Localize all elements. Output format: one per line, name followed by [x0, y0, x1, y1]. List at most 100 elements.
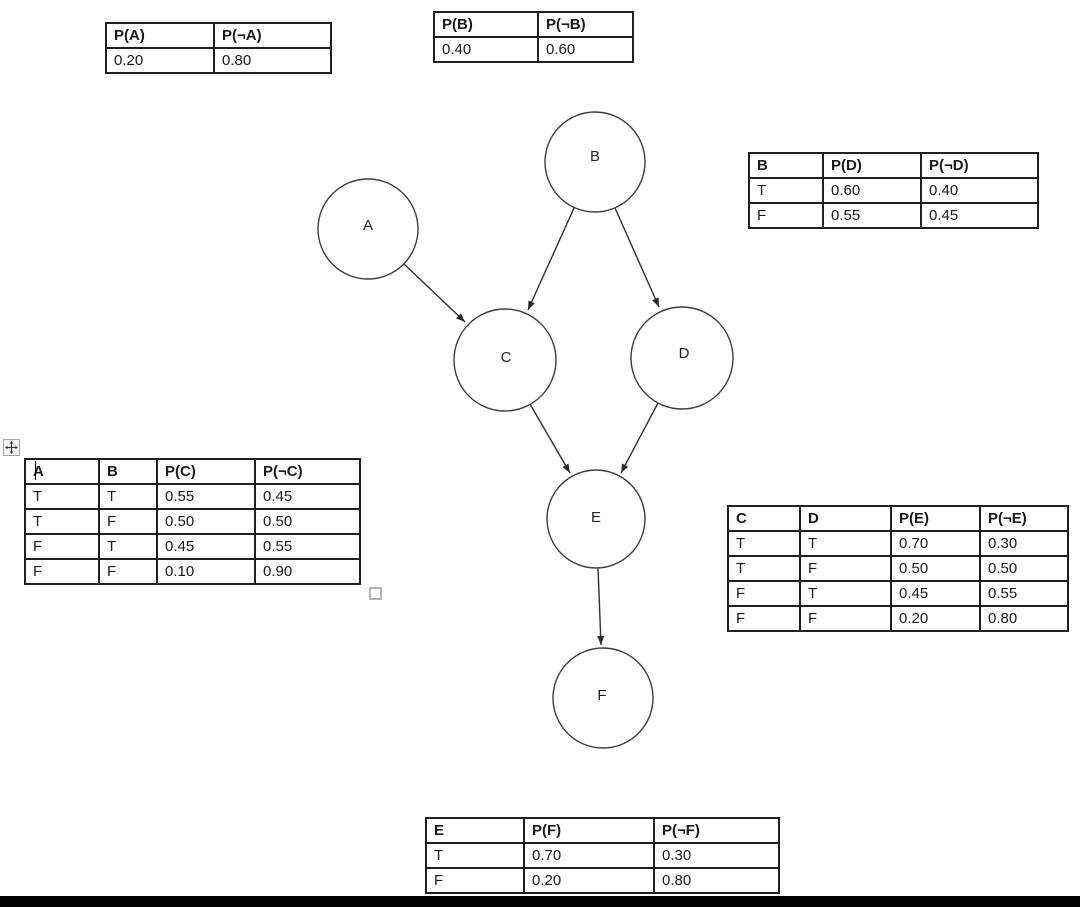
- cpt-c-header-pnc[interactable]: P(¬C): [254, 458, 361, 485]
- node-d[interactable]: [630, 306, 734, 410]
- edge-b-c[interactable]: [527, 207, 575, 311]
- cpt-d-cell[interactable]: 0.55: [822, 202, 922, 229]
- cpt-e-cell[interactable]: T: [727, 555, 801, 582]
- cpt-e-cell[interactable]: 0.50: [890, 555, 981, 582]
- table-row: F F 0.10 0.90: [24, 558, 361, 585]
- cpt-e-cell[interactable]: F: [727, 605, 801, 632]
- edge-c-e[interactable]: [529, 403, 571, 474]
- table-row: F T 0.45 0.55: [727, 580, 1069, 607]
- cpt-c-cell[interactable]: T: [24, 508, 100, 535]
- cpt-c-cell[interactable]: T: [98, 533, 158, 560]
- text-cursor: [35, 461, 36, 480]
- cpt-f-cell[interactable]: 0.80: [653, 867, 780, 894]
- cpt-c-cell[interactable]: 0.90: [254, 558, 361, 585]
- cpt-b-header-pb[interactable]: P(B): [433, 11, 539, 38]
- table-row: T T 0.55 0.45: [24, 483, 361, 510]
- cpt-d-cell[interactable]: T: [748, 177, 824, 204]
- cpt-e-cell[interactable]: 0.30: [979, 530, 1069, 557]
- cpt-table-f: E P(F) P(¬F) T 0.70 0.30 F 0.20 0.80: [425, 817, 780, 894]
- table-resize-handle[interactable]: [369, 587, 382, 600]
- cpt-e-cell[interactable]: F: [799, 605, 892, 632]
- cpt-c-header-a[interactable]: A: [24, 458, 100, 485]
- node-a[interactable]: [317, 178, 419, 280]
- node-c[interactable]: [453, 308, 557, 412]
- cpt-f-header-pf[interactable]: P(F): [523, 817, 655, 844]
- cpt-b-cell[interactable]: 0.40: [433, 36, 539, 63]
- node-f-label: F: [597, 687, 606, 704]
- cpt-f-cell[interactable]: T: [425, 842, 525, 869]
- node-f[interactable]: [552, 647, 654, 749]
- table-row: T F 0.50 0.50: [727, 555, 1069, 582]
- table-row: F 0.20 0.80: [425, 867, 780, 894]
- table-row: F F 0.20 0.80: [727, 605, 1069, 632]
- cpt-a-header-pna[interactable]: P(¬A): [213, 22, 332, 49]
- cpt-c-header-pc[interactable]: P(C): [156, 458, 256, 485]
- table-row: T T 0.70 0.30: [727, 530, 1069, 557]
- cpt-c-cell[interactable]: T: [98, 483, 158, 510]
- cpt-a-cell[interactable]: 0.20: [105, 47, 215, 74]
- cpt-c-cell[interactable]: 0.50: [254, 508, 361, 535]
- cpt-d-cell[interactable]: 0.45: [920, 202, 1039, 229]
- table-row: F T 0.45 0.55: [24, 533, 361, 560]
- cpt-e-cell[interactable]: 0.45: [890, 580, 981, 607]
- cpt-e-cell[interactable]: T: [799, 530, 892, 557]
- cpt-f-header-e[interactable]: E: [425, 817, 525, 844]
- table-move-handle[interactable]: [3, 439, 20, 456]
- cpt-table-e: C D P(E) P(¬E) T T 0.70 0.30 T F 0.50 0.…: [727, 505, 1069, 632]
- cpt-d-header-b[interactable]: B: [748, 152, 824, 179]
- cpt-e-cell[interactable]: 0.20: [890, 605, 981, 632]
- cpt-e-header-pe[interactable]: P(E): [890, 505, 981, 532]
- cpt-e-cell[interactable]: T: [727, 530, 801, 557]
- cpt-e-header-pne[interactable]: P(¬E): [979, 505, 1069, 532]
- cpt-c-cell[interactable]: 0.50: [156, 508, 256, 535]
- edge-d-e[interactable]: [620, 402, 659, 474]
- node-b-label: B: [590, 148, 600, 165]
- cpt-e-cell[interactable]: F: [799, 555, 892, 582]
- cpt-e-header-c[interactable]: C: [727, 505, 801, 532]
- table-row: T F 0.50 0.50: [24, 508, 361, 535]
- cpt-e-cell[interactable]: 0.80: [979, 605, 1069, 632]
- cpt-e-cell[interactable]: T: [799, 580, 892, 607]
- cpt-f-header-pnf[interactable]: P(¬F): [653, 817, 780, 844]
- cpt-a-cell[interactable]: 0.80: [213, 47, 332, 74]
- node-e[interactable]: [546, 469, 646, 569]
- cpt-e-cell[interactable]: 0.55: [979, 580, 1069, 607]
- cpt-d-cell[interactable]: F: [748, 202, 824, 229]
- cpt-c-cell[interactable]: 0.55: [254, 533, 361, 560]
- cpt-c-cell[interactable]: F: [24, 558, 100, 585]
- table-row: T 0.60 0.40: [748, 177, 1039, 204]
- cpt-c-cell[interactable]: 0.55: [156, 483, 256, 510]
- cpt-f-cell[interactable]: 0.70: [523, 842, 655, 869]
- cpt-c-cell[interactable]: F: [98, 508, 158, 535]
- cpt-d-cell[interactable]: 0.60: [822, 177, 922, 204]
- cpt-e-cell[interactable]: 0.50: [979, 555, 1069, 582]
- cpt-c-cell[interactable]: 0.45: [156, 533, 256, 560]
- cpt-c-cell[interactable]: 0.10: [156, 558, 256, 585]
- cpt-c-cell[interactable]: T: [24, 483, 100, 510]
- cpt-d-header-pd[interactable]: P(D): [822, 152, 922, 179]
- cpt-e-cell[interactable]: F: [727, 580, 801, 607]
- edge-b-d[interactable]: [614, 207, 660, 308]
- cpt-e-cell[interactable]: 0.70: [890, 530, 981, 557]
- cpt-d-cell[interactable]: 0.40: [920, 177, 1039, 204]
- bottom-black-bar: [0, 896, 1080, 907]
- node-b[interactable]: [544, 111, 646, 213]
- cpt-f-cell[interactable]: F: [425, 867, 525, 894]
- cpt-a-header-pa[interactable]: P(A): [105, 22, 215, 49]
- edge-e-f[interactable]: [597, 567, 605, 646]
- edge-a-c[interactable]: [403, 263, 466, 323]
- cpt-e-header-d[interactable]: D: [799, 505, 892, 532]
- cpt-c-cell[interactable]: F: [24, 533, 100, 560]
- cpt-c-cell[interactable]: 0.45: [254, 483, 361, 510]
- cpt-b-cell[interactable]: 0.60: [537, 36, 634, 63]
- cpt-c-cell[interactable]: F: [98, 558, 158, 585]
- node-e-label: E: [591, 509, 601, 526]
- cpt-f-cell[interactable]: 0.30: [653, 842, 780, 869]
- cpt-f-cell[interactable]: 0.20: [523, 867, 655, 894]
- cpt-b-header-pnb[interactable]: P(¬B): [537, 11, 634, 38]
- node-a-label: A: [363, 217, 373, 234]
- cpt-d-header-pnd[interactable]: P(¬D): [920, 152, 1039, 179]
- cpt-c-header-b[interactable]: B: [98, 458, 158, 485]
- table-row: F 0.55 0.45: [748, 202, 1039, 229]
